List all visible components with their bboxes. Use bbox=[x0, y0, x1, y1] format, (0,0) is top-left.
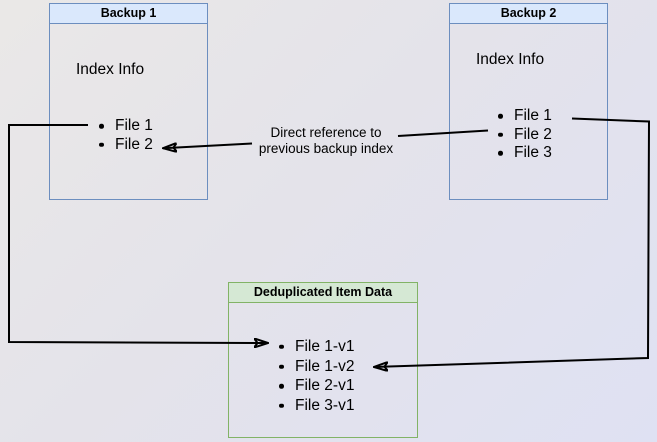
direct-reference-label-line1: Direct reference to bbox=[270, 125, 382, 140]
dedup-file-list: File 1-v1 File 1-v2 File 2-v1 File 3-v1 bbox=[277, 337, 354, 416]
list-item: File 2-v1 bbox=[277, 376, 354, 396]
deduplicated-item-data-box: Deduplicated Item Data File 1-v1 File 1-… bbox=[228, 282, 418, 438]
list-item: File 1-v1 bbox=[277, 337, 354, 357]
direct-reference-label-line2: previous backup index bbox=[258, 141, 394, 156]
backup1-file-list: File 1 File 2 bbox=[97, 117, 153, 154]
backup1-box: Backup 1 Index Info File 1 File 2 bbox=[49, 3, 208, 200]
backup2-file-list: File 1 File 2 File 3 bbox=[496, 107, 552, 163]
backup2-header: Backup 2 bbox=[450, 4, 607, 24]
list-item: File 2 bbox=[97, 136, 153, 155]
backup2-index-info-label: Index Info bbox=[476, 51, 545, 68]
backup1-index-info-label: Index Info bbox=[76, 61, 145, 78]
direct-reference-label: Direct reference to previous backup inde… bbox=[240, 125, 412, 157]
list-item: File 3 bbox=[496, 144, 552, 163]
list-item: File 1-v2 bbox=[277, 357, 354, 377]
backup2-box: Backup 2 Index Info File 1 File 2 File 3 bbox=[449, 3, 608, 200]
list-item: File 1 bbox=[496, 107, 552, 126]
dedup-header: Deduplicated Item Data bbox=[229, 283, 417, 303]
list-item: File 3-v1 bbox=[277, 396, 354, 416]
list-item: File 2 bbox=[496, 126, 552, 145]
list-item: File 1 bbox=[97, 117, 153, 136]
backup1-header: Backup 1 bbox=[50, 4, 207, 24]
